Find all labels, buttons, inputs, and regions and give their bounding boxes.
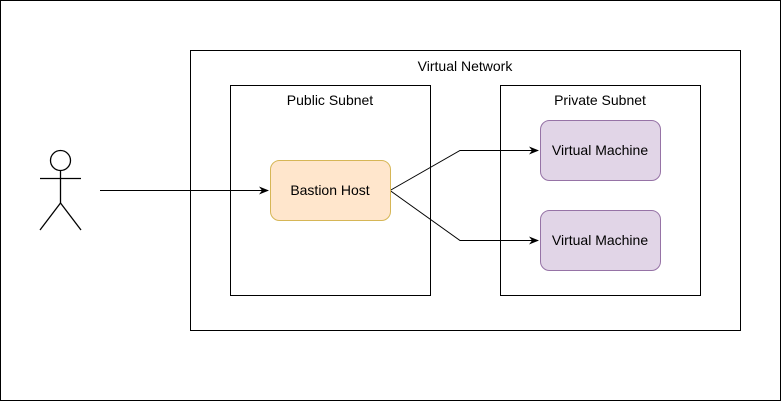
- bastion-host-box: [270, 160, 391, 221]
- private-subnet-container[interactable]: Private Subnet: [500, 85, 701, 296]
- virtual-machine-label-1: Virtual Machine: [552, 142, 648, 158]
- connector-bastion-to-vm-2[interactable]: [389, 190, 539, 245]
- bastion-host-node[interactable]: Bastion Host: [270, 160, 391, 221]
- virtual-machine-label-2: Virtual Machine: [552, 232, 648, 248]
- user-icon[interactable]: [39, 149, 82, 231]
- private-subnet-box: [500, 85, 701, 296]
- public-subnet-label: Public Subnet: [287, 92, 374, 108]
- private-subnet-label: Private Subnet: [554, 92, 646, 108]
- virtual-machine-box-1: [540, 120, 661, 181]
- connector-bastion-to-vm-1[interactable]: [389, 146, 539, 191]
- virtual-machine-node-2[interactable]: Virtual Machine: [540, 210, 661, 271]
- user-right-leg: [59, 202, 82, 231]
- user-head: [49, 149, 72, 172]
- user-left-leg: [39, 202, 62, 231]
- bastion-host-label: Bastion Host: [290, 182, 369, 198]
- virtual-machine-box-2: [540, 210, 661, 271]
- virtual-machine-node-1[interactable]: Virtual Machine: [540, 120, 661, 181]
- virtual-network-label: Virtual Network: [418, 58, 514, 74]
